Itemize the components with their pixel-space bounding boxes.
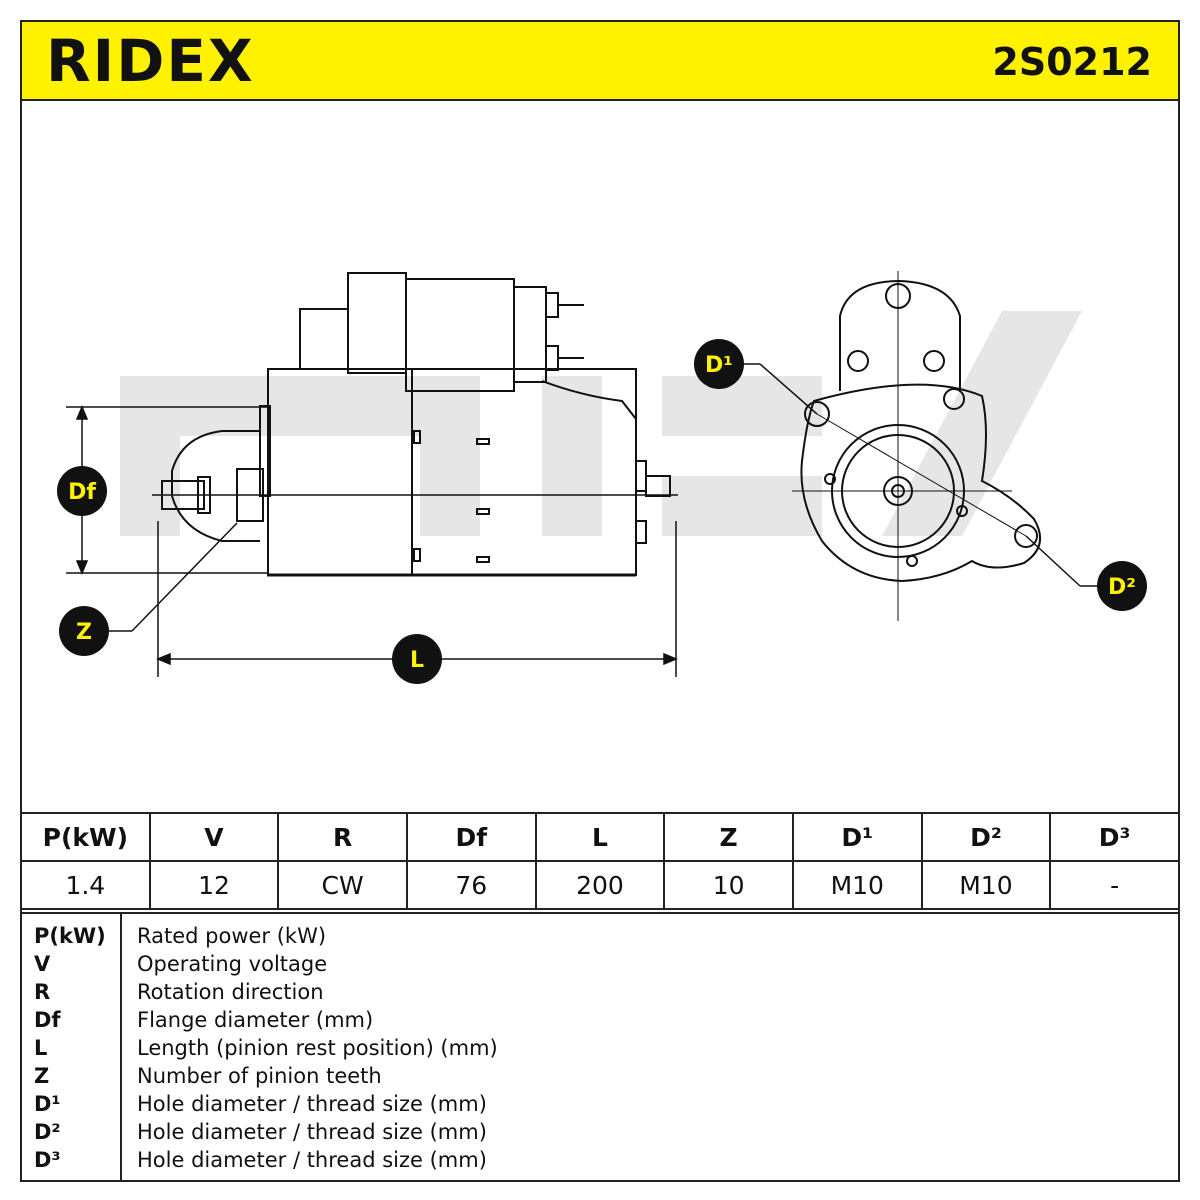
legend-symbol: Z [34,1064,50,1088]
svg-text:Z: Z [76,620,92,645]
spec-value: 12 [148,860,280,910]
d1-hole [804,401,830,427]
legend-symbol: P(kW) [34,924,106,948]
spec-header: L [534,812,666,862]
legend-symbol: D³ [34,1148,61,1172]
legend-symbol: V [34,952,51,976]
pinion-housing [171,430,260,542]
legend-symbol: Df [34,1008,61,1032]
legend-description: Operating voltage [137,952,328,976]
end-view [792,271,1042,621]
header-bar: RIDEX 2S0212 [20,20,1180,101]
spec-value: CW [277,860,408,910]
svg-text:D¹: D¹ [705,353,733,378]
spec-value-row: 1.4 12 CW 76 200 10 M10 M10 - [20,860,1180,910]
spec-header: Df [405,812,537,862]
spec-value: 10 [663,860,794,910]
legend-description: Number of pinion teeth [137,1064,382,1088]
spec-value: M10 [791,860,923,910]
spec-value: 76 [405,860,537,910]
spec-header: V [148,812,280,862]
callout-d2: D² [1097,561,1147,611]
brand-logo: RIDEX [46,27,255,95]
d2-hole [1014,524,1038,548]
legend-description: Hole diameter / thread size (mm) [137,1120,487,1144]
spec-table: P(kW) V R Df L Z D¹ D² D³ 1.4 12 CW 76 2… [20,812,1180,910]
svg-text:Df: Df [68,480,96,505]
spec-value: 200 [534,860,666,910]
spec-header: D³ [1049,812,1180,862]
spec-header: Z [663,812,794,862]
callout-df: Df [57,466,107,516]
callout-d1: D¹ [694,339,744,389]
spec-header: D² [920,812,1052,862]
callout-l: L [392,634,442,684]
watermark [120,311,1082,536]
legend-symbol: R [34,980,51,1004]
legend-description: Rotation direction [137,980,324,1004]
legend-symbol: L [34,1036,48,1060]
legend: P(kW) Rated power (kW) V Operating volta… [20,912,1180,1182]
legend-description: Hole diameter / thread size (mm) [137,1148,487,1172]
mounting-flange [259,405,271,497]
svg-text:L: L [410,648,424,673]
callout-z: Z [59,606,109,656]
solenoid [405,278,515,392]
starter-motor-drawing: Df Z L D¹ D² [57,271,1147,684]
spec-header: D¹ [791,812,923,862]
spec-header-row: P(kW) V R Df L Z D¹ D² D³ [20,812,1180,862]
legend-symbol: D¹ [34,1092,61,1116]
legend-divider [120,914,122,1180]
legend-symbol: D² [34,1120,61,1144]
legend-description: Flange diameter (mm) [137,1008,374,1032]
legend-description: Hole diameter / thread size (mm) [137,1092,487,1116]
part-number: 2S0212 [992,40,1152,84]
spec-value: M10 [920,860,1052,910]
legend-description: Rated power (kW) [137,924,327,948]
legend-description: Length (pinion rest position) (mm) [137,1036,498,1060]
spec-value: 1.4 [20,860,151,910]
svg-text:D²: D² [1108,575,1136,600]
spec-header: P(kW) [20,812,151,862]
spec-value: - [1049,860,1180,910]
spec-header: R [277,812,408,862]
